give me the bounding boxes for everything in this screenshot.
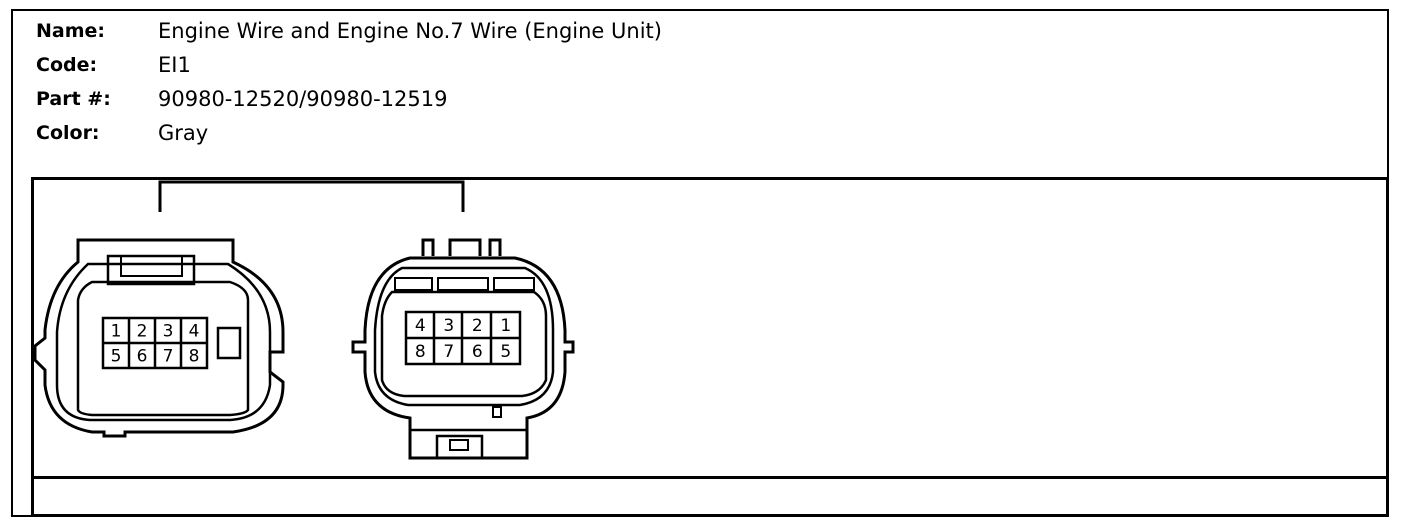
right-pin-7: 7 bbox=[443, 342, 454, 362]
right-connector-outline bbox=[351, 238, 575, 460]
name-label: Name: bbox=[36, 20, 106, 42]
color-label: Color: bbox=[36, 122, 100, 144]
left-pin-8: 8 bbox=[189, 347, 200, 367]
part-value: 90980-12520/90980-12519 bbox=[158, 87, 448, 111]
diagram-footer-panel bbox=[31, 479, 1389, 517]
left-pin-2: 2 bbox=[137, 322, 148, 342]
left-pin-1: 1 bbox=[111, 322, 122, 342]
left-pin-6: 6 bbox=[137, 347, 148, 367]
right-pin-4: 4 bbox=[415, 316, 426, 336]
right-pin-grid bbox=[404, 310, 522, 366]
right-pin-2: 2 bbox=[472, 316, 483, 336]
left-pin-7: 7 bbox=[163, 347, 174, 367]
code-value: EI1 bbox=[158, 53, 191, 77]
left-pin-grid bbox=[101, 316, 209, 370]
left-pin-3: 3 bbox=[163, 322, 174, 342]
left-pin-5: 5 bbox=[111, 347, 122, 367]
right-pin-1: 1 bbox=[500, 316, 511, 336]
left-connector-outline bbox=[33, 238, 285, 438]
right-pin-3: 3 bbox=[443, 316, 454, 336]
part-label: Part #: bbox=[36, 88, 111, 110]
left-pin-4: 4 bbox=[189, 322, 200, 342]
name-value: Engine Wire and Engine No.7 Wire (Engine… bbox=[158, 19, 662, 43]
color-value: Gray bbox=[158, 121, 209, 145]
right-pin-8: 8 bbox=[415, 342, 426, 362]
connector-diagram-panel bbox=[31, 177, 1389, 479]
right-pin-6: 6 bbox=[472, 342, 483, 362]
connector-pair-bracket bbox=[158, 180, 465, 212]
code-label: Code: bbox=[36, 54, 98, 76]
right-pin-5: 5 bbox=[500, 342, 511, 362]
